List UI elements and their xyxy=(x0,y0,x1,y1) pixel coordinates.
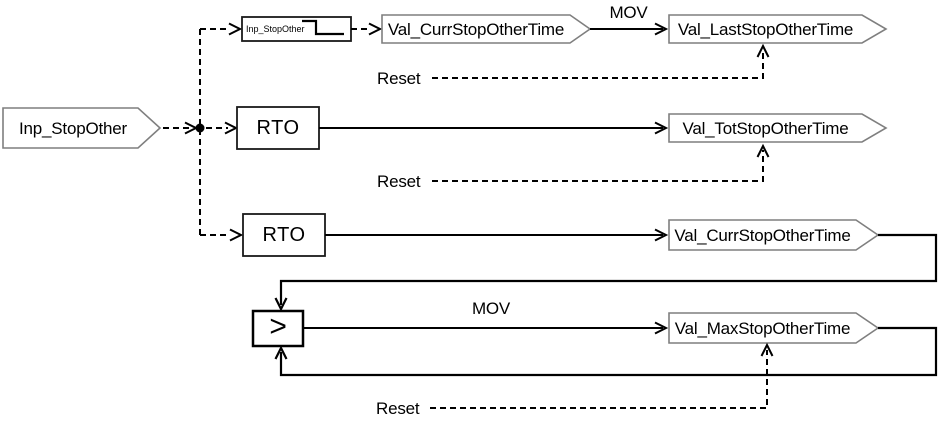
max-tag-shape xyxy=(668,312,880,344)
oneshot-block-label: Inp_StopOther xyxy=(246,23,305,34)
arrowhead-into-oneshot xyxy=(228,22,243,36)
reset-arrow-last xyxy=(432,43,770,79)
arrowhead-into-comparator-bottom xyxy=(274,345,288,360)
reset-label-total: Reset xyxy=(377,171,421,191)
reset-arrow-total xyxy=(432,143,770,182)
feedback-line-bottom xyxy=(274,326,938,377)
falling-edge-icon xyxy=(302,19,344,36)
tot-tag-label: Val_TotStopOtherTime xyxy=(682,118,849,138)
arrowhead-into-max-tag xyxy=(654,321,669,335)
tot-output-line xyxy=(319,121,669,135)
last-tag-label: Val_LastStopOtherTime xyxy=(677,19,854,39)
arrowhead-into-tot-tag xyxy=(654,121,669,135)
max-tag-label: Val_MaxStopOtherTime xyxy=(674,318,851,338)
last-tag-shape xyxy=(668,14,888,44)
curr-source-tag-label: Val_CurrStopOtherTime xyxy=(387,19,565,39)
input-tag-label: Inp_StopOther xyxy=(19,118,127,138)
curr-source-tag-shape xyxy=(381,14,592,44)
rto-block-total-shape xyxy=(236,106,320,150)
curr-tag-label: Val_CurrStopOtherTime xyxy=(674,225,851,245)
arrowhead-reset-total xyxy=(756,143,770,158)
rto-block-current-shape xyxy=(242,213,326,257)
input-tag-shape xyxy=(2,107,162,149)
oneshot-block-shape xyxy=(241,16,352,42)
mov-op-label-max: MOV xyxy=(471,298,511,318)
rto-block-label-total: RTO xyxy=(256,117,300,139)
comparator-symbol: > xyxy=(269,309,287,343)
reset-arrow-max xyxy=(430,342,774,409)
arrowhead-into-comparator-top xyxy=(274,297,288,312)
mov-arrow-last xyxy=(590,22,669,36)
arrowhead-into-curr-tag xyxy=(654,228,669,242)
curr-output-line xyxy=(325,228,669,242)
oneshot-to-tag-dashed xyxy=(351,22,383,36)
mov-op-label-last: MOV xyxy=(609,2,648,22)
tot-tag-shape xyxy=(668,113,888,143)
arrowhead-into-curr-source-tag xyxy=(368,22,383,36)
arrowhead-into-rto-total xyxy=(224,121,239,135)
reset-label-max: Reset xyxy=(376,398,420,418)
reset-label-last: Reset xyxy=(377,68,421,88)
max-output-line xyxy=(303,321,669,335)
junction-dot xyxy=(195,123,205,133)
arrowhead-into-last-tag xyxy=(654,22,669,36)
rto-block-label-current: RTO xyxy=(262,224,306,246)
arrowhead-reset-last xyxy=(756,43,770,58)
arrowhead-into-rto-current xyxy=(229,228,244,242)
curr-tag-shape xyxy=(668,219,880,251)
comparator-shape xyxy=(251,309,305,348)
feedback-line-top xyxy=(274,233,938,312)
arrowhead-reset-max xyxy=(760,342,774,357)
